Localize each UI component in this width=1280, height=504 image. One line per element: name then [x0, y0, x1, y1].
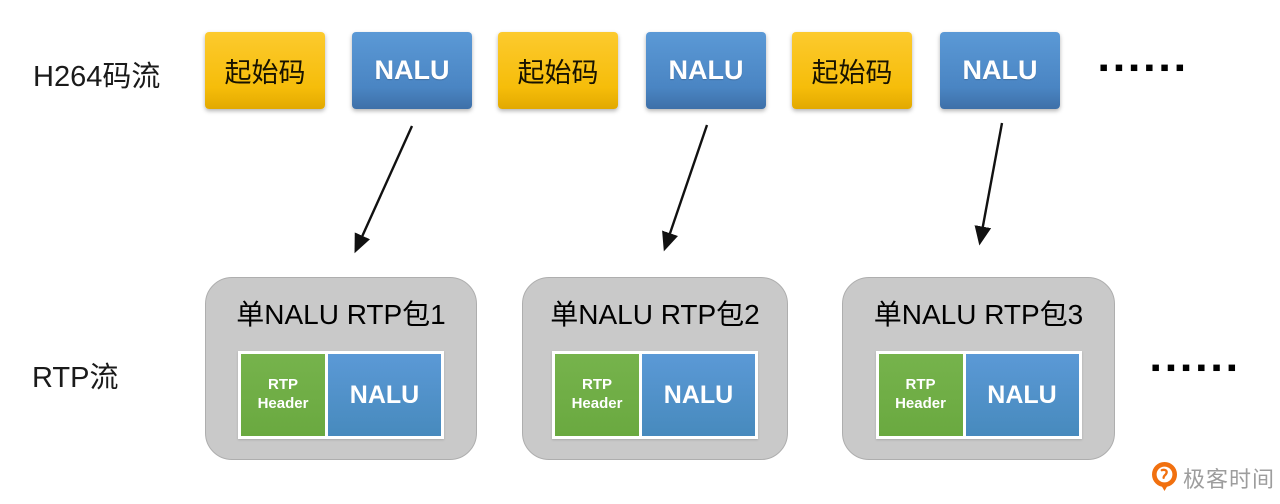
geektime-watermark: 极客时间 — [1151, 461, 1275, 494]
rtp-packet-1-title: 单NALU RTP包1 — [236, 299, 446, 330]
start-code-box-2: 起始码 — [498, 32, 618, 109]
rtp-header-box: RTP Header — [555, 354, 639, 436]
arrow-nalu1-to-packet1 — [354, 125, 414, 254]
nalu-box-3: NALU — [940, 32, 1060, 109]
nalu-box-2: NALU — [646, 32, 766, 109]
rtp-packet-1-composite: RTP Header NALU — [238, 351, 444, 439]
nalu-box-1: NALU — [352, 32, 472, 109]
rtp-packet-2-composite: RTP Header NALU — [552, 351, 758, 439]
rtp-stream-ellipsis: ▪▪▪▪▪▪ — [1151, 352, 1243, 382]
rtp-packet-3-title: 单NALU RTP包3 — [873, 299, 1084, 330]
geektime-logo-text: 极客时间 — [1183, 466, 1276, 492]
arrow-nalu3-to-packet3 — [974, 122, 1004, 246]
rtp-header-box: RTP Header — [878, 354, 963, 436]
arrow-nalu2-to-packet2 — [662, 124, 709, 252]
rtp-packet-2-title: 单NALU RTP包2 — [550, 299, 760, 330]
nalu-payload-box: NALU — [642, 354, 755, 436]
rtp-packet-3: 单NALU RTP包3 RTP Header NALU — [842, 277, 1115, 460]
start-code-box-3: 起始码 — [792, 32, 912, 109]
h264-stream-row-label: H264码流 — [33, 61, 161, 93]
start-code-box-1: 起始码 — [205, 32, 325, 109]
geektime-logo-icon — [1152, 462, 1177, 491]
nalu-payload-box: NALU — [965, 354, 1079, 436]
rtp-packet-3-composite: RTP Header NALU — [875, 351, 1082, 439]
nalu-payload-box: NALU — [328, 354, 441, 436]
h264-stream-ellipsis: ▪▪▪▪▪▪ — [1099, 52, 1191, 82]
rtp-packet-1: 单NALU RTP包1 RTP Header NALU — [205, 277, 477, 460]
rtp-header-box: RTP Header — [241, 354, 325, 436]
rtp-packet-2: 单NALU RTP包2 RTP Header NALU — [522, 277, 788, 460]
rtp-stream-row-label: RTP流 — [32, 362, 119, 394]
